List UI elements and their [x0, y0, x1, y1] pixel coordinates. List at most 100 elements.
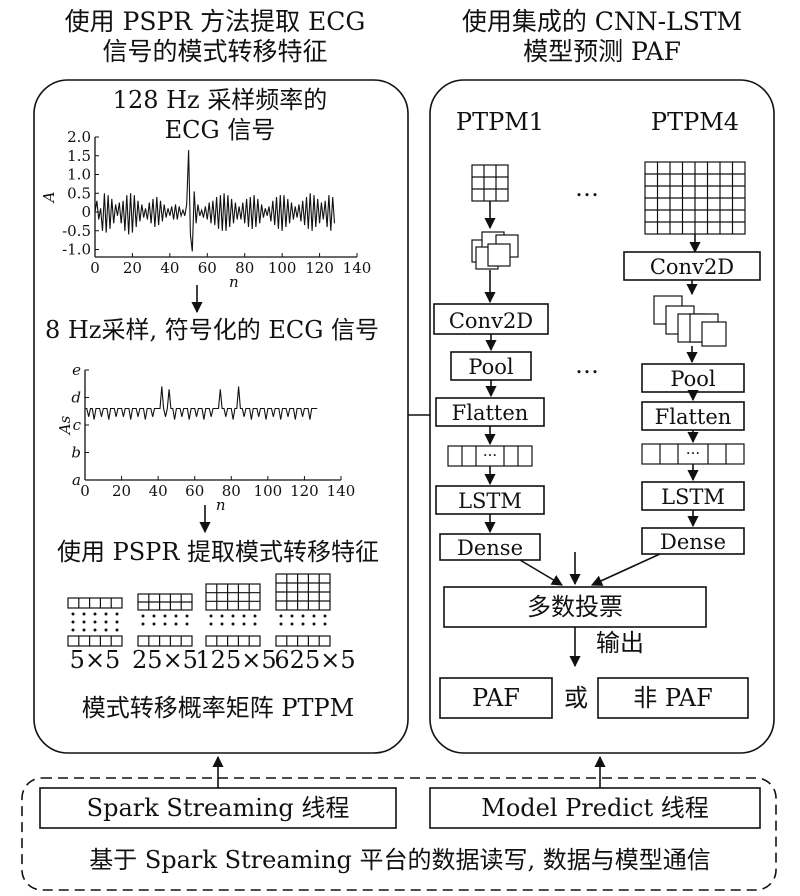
matrix-dot — [185, 622, 189, 626]
matrix-dot — [104, 628, 108, 632]
matrix-dot — [253, 614, 257, 618]
matrix-strip — [67, 635, 123, 647]
x-tick-label: 80 — [222, 482, 241, 500]
y-tick-label: e — [72, 361, 81, 379]
or-label: 或 — [564, 684, 588, 712]
non-paf-label: 非 PAF — [633, 684, 713, 712]
y-axis-label: A — [40, 191, 58, 204]
matrix-dot — [220, 622, 224, 626]
matrix-dot — [104, 612, 108, 616]
x-tick-label: 40 — [160, 259, 179, 277]
matrix-dot — [93, 628, 97, 632]
matrix-dot — [115, 628, 119, 632]
matrix-dot — [93, 612, 97, 616]
x-tick-label: 140 — [327, 482, 356, 500]
paf-box — [439, 677, 553, 719]
matrix-dot — [301, 622, 305, 626]
ecg-title-line1: 128 Hz 采样频率的 — [113, 86, 328, 114]
dense-box-right — [641, 527, 745, 555]
paf-label: PAF — [472, 684, 520, 712]
non-paf-box — [597, 677, 749, 719]
matrix-strip — [275, 573, 331, 611]
left-heading-line2: 信号的模式转移特征 — [102, 37, 327, 66]
ecg-series-line — [85, 386, 318, 420]
dense-label-right: Dense — [660, 530, 726, 554]
matrix-dot — [115, 620, 119, 624]
ptpm-matrices — [67, 573, 331, 647]
matrix-dot — [279, 614, 283, 618]
matrix-dot — [82, 612, 86, 616]
flatten-label-left: Flatten — [452, 401, 529, 425]
y-tick-label: c — [73, 416, 82, 434]
matrix-dot — [185, 614, 189, 618]
matrix-dot — [163, 614, 167, 618]
right-heading-line2: 模型预测 PAF — [523, 37, 681, 66]
pool-label-left: Pool — [468, 355, 514, 379]
x-axis-label: n — [216, 496, 226, 514]
x-axis-label: n — [229, 273, 239, 291]
ptpm4-feature-maps — [653, 295, 727, 347]
platform-caption: 基于 Spark Streaming 平台的数据读写, 数据与模型通信 — [89, 846, 711, 874]
ellipsis-top: … — [575, 174, 599, 202]
y-tick-label: d — [71, 389, 81, 407]
x-tick-label: 60 — [185, 482, 204, 500]
spark-streaming-thread-label: Spark Streaming 线程 — [87, 794, 350, 822]
model-predict-thread-label: Model Predict 线程 — [481, 794, 708, 822]
matrix-dot — [71, 628, 75, 632]
matrix-dot — [290, 622, 294, 626]
matrix-dot — [93, 620, 97, 624]
conv2d-box-left — [433, 303, 549, 335]
ptpm-caption: 模式转移概率矩阵 PTPM — [82, 694, 355, 722]
matrix-strip — [137, 635, 193, 647]
matrix-dot — [209, 622, 213, 626]
matrix-dot — [82, 620, 86, 624]
y-tick-label: b — [71, 444, 81, 462]
x-tick-label: 0 — [90, 259, 100, 277]
matrix-dot — [242, 614, 246, 618]
x-tick-label: 120 — [290, 482, 319, 500]
pool-box-right — [641, 363, 745, 393]
vector-right: ··· — [641, 443, 745, 465]
ptpm4-label: PTPM4 — [651, 108, 739, 136]
matrix-dot — [71, 620, 75, 624]
ptpm1-feature-maps — [471, 231, 519, 304]
left-heading-line1: 使用 PSPR 方法提取 ECG — [65, 7, 366, 36]
conv2d-label-left: Conv2D — [449, 309, 533, 333]
matrix-dot — [82, 628, 86, 632]
flatten-label-right: Flatten — [655, 405, 732, 429]
y-tick-label: -0.5 — [62, 222, 91, 240]
matrix-dot — [141, 614, 145, 618]
x-tick-label: 80 — [235, 259, 254, 277]
conv2d-label-right: Conv2D — [650, 255, 734, 279]
ptpm4-grid — [644, 161, 746, 235]
model-predict-thread-box — [429, 787, 761, 829]
matrix-dot — [253, 622, 257, 626]
matrix-dot — [279, 622, 283, 626]
ellipsis-middle: … — [575, 351, 599, 379]
matrix-dot — [115, 612, 119, 616]
pool-label-right: Pool — [670, 367, 716, 391]
right-heading-line1: 使用集成的 CNN-LSTM — [462, 7, 742, 36]
arrow-dense-left-to-vote — [519, 559, 563, 586]
flatten-box-right — [641, 401, 745, 431]
y-tick-label: 0.5 — [67, 184, 91, 202]
matrix-dot — [104, 620, 108, 624]
y-tick-label: 0 — [81, 203, 91, 221]
matrix-dot — [174, 614, 178, 618]
matrix-dot — [312, 614, 316, 618]
lstm-box-left — [435, 485, 545, 515]
dense-box-left — [439, 533, 541, 561]
matrix-dot — [323, 622, 327, 626]
matrix-strip — [205, 635, 261, 647]
x-tick-label: 140 — [343, 259, 372, 277]
matrix-dot — [209, 614, 213, 618]
matrix-strip — [67, 597, 123, 609]
ptpm1-label: PTPM1 — [456, 108, 544, 136]
matrix-dot — [141, 622, 145, 626]
ecg-title-line2: ECG 信号 — [165, 116, 276, 144]
matrix-dot — [231, 622, 235, 626]
majority-vote-label: 多数投票 — [527, 593, 623, 621]
